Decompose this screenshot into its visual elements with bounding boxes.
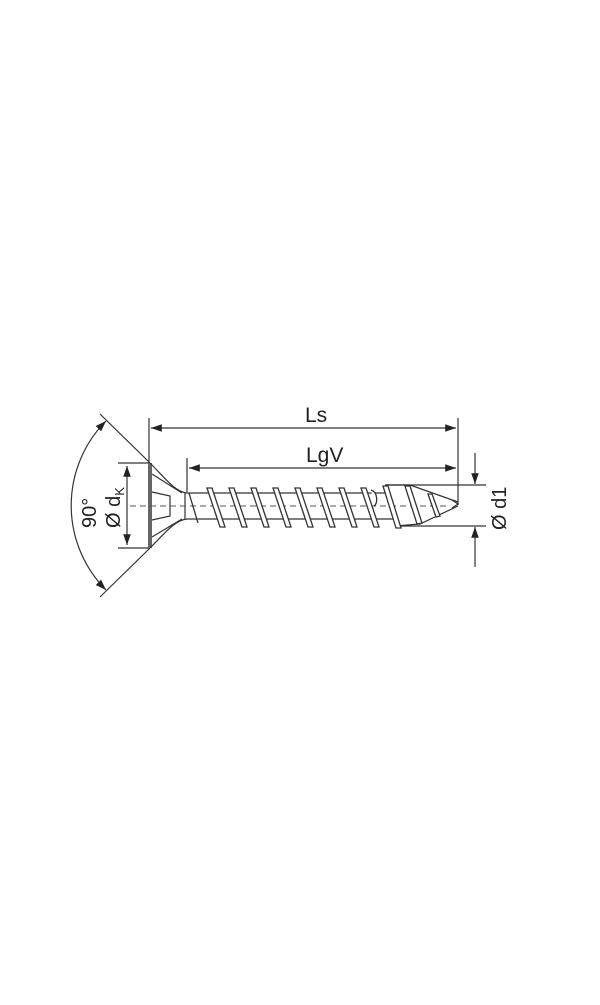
head-diameter-prefix: Ø d	[103, 496, 125, 528]
head-angle-label: 90°	[79, 498, 101, 528]
head-diameter-label: Ø dK	[103, 487, 127, 528]
head-diameter-dimension	[118, 462, 150, 549]
thread-diameter-label: Ø d1	[489, 487, 511, 530]
screw-threads	[188, 485, 441, 529]
head-angle-dimension	[70, 413, 151, 598]
overall-length-label: Ls	[305, 404, 327, 427]
overall-length-dimension	[148, 418, 459, 548]
thread-length-dimension	[186, 458, 456, 492]
thread-length-label: LgV	[306, 444, 343, 467]
head-diameter-subscript: K	[112, 487, 127, 496]
